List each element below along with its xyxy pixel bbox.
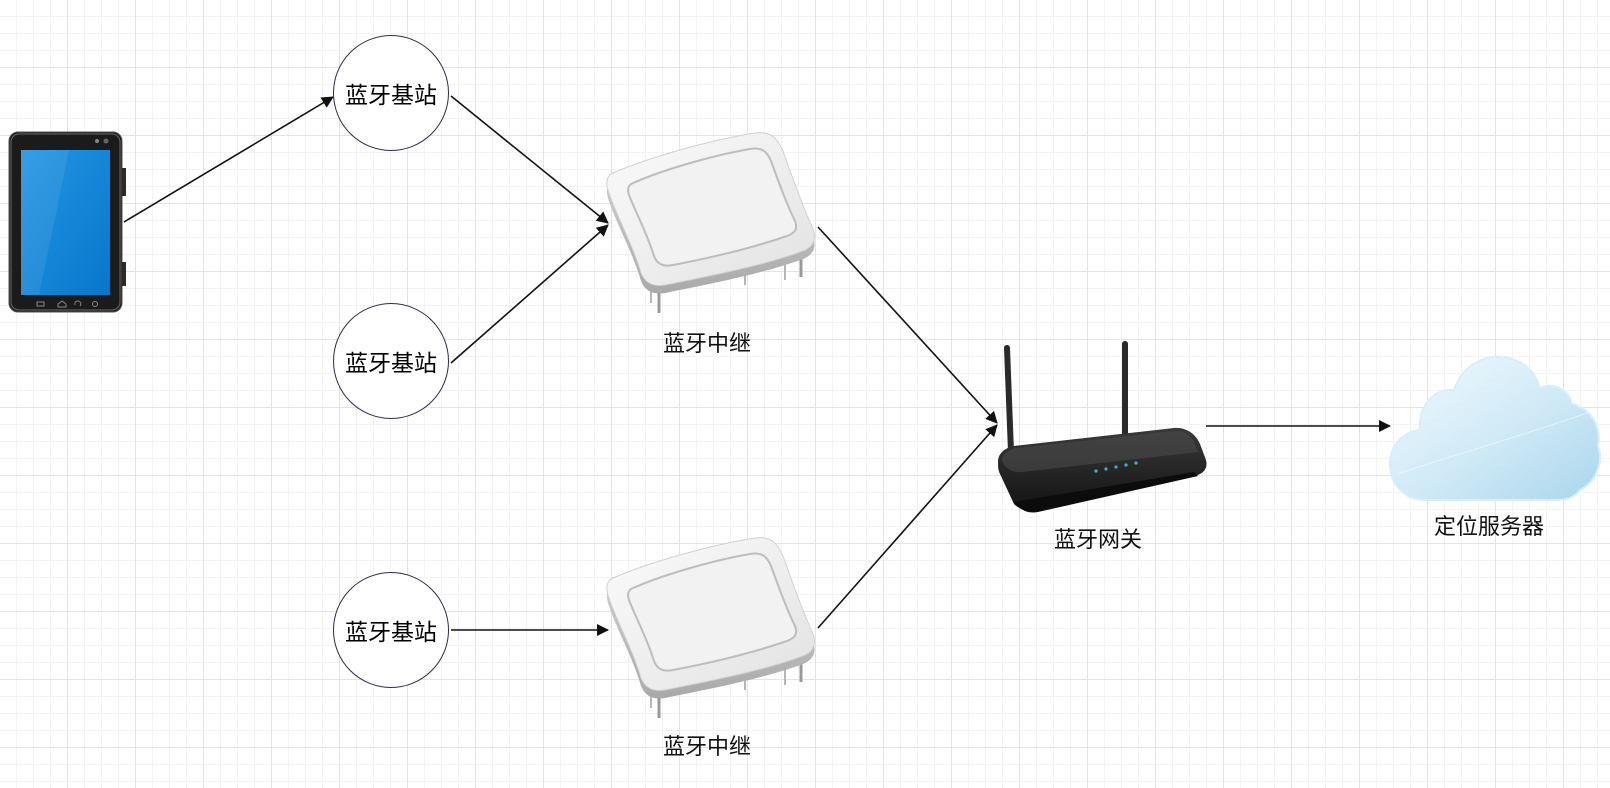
station-label: 蓝牙基站 — [345, 350, 437, 376]
relay-2-label: 蓝牙中继 — [663, 734, 752, 759]
edge-station-1-to-relay-1 — [450, 95, 609, 224]
gateway-label: 蓝牙网关 — [1054, 527, 1143, 552]
edge-phone-to-station-1 — [123, 96, 334, 223]
wireless-access-point-icon[interactable] — [606, 132, 816, 313]
bluetooth-base-station-1[interactable]: 蓝牙基站 — [333, 35, 449, 151]
relay-1-label: 蓝牙中继 — [663, 331, 752, 356]
wifi-router-icon[interactable] — [998, 341, 1207, 513]
bluetooth-base-station-2[interactable]: 蓝牙基站 — [333, 303, 449, 419]
edge-relay-1-to-gateway — [817, 226, 998, 424]
tablet-phone-icon[interactable] — [8, 131, 126, 313]
server-label: 定位服务器 — [1434, 514, 1545, 539]
station-label: 蓝牙基站 — [345, 619, 437, 645]
wireless-access-point-icon[interactable] — [606, 537, 816, 718]
bluetooth-base-station-3[interactable]: 蓝牙基站 — [333, 572, 449, 688]
station-label: 蓝牙基站 — [345, 82, 437, 108]
edge-relay-2-to-gateway — [817, 424, 998, 629]
cloud-icon[interactable] — [1388, 355, 1601, 501]
edges — [123, 95, 1391, 636]
edge-station-2-to-relay-1 — [450, 224, 609, 364]
